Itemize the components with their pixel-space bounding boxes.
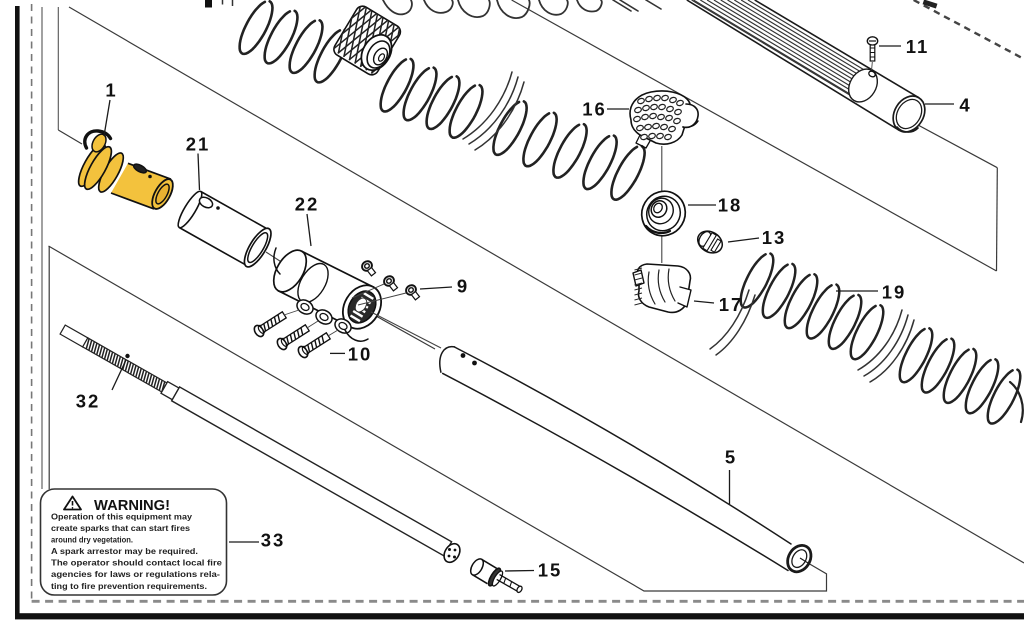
- svg-text:around dry vegetation.: around dry vegetation.: [51, 535, 133, 545]
- svg-text:13: 13: [762, 227, 787, 248]
- svg-text:agencies for laws or regulatio: agencies for laws or regulations rela-: [51, 569, 220, 579]
- svg-text:32: 32: [76, 391, 101, 412]
- svg-text:4: 4: [959, 95, 970, 116]
- svg-text:11: 11: [906, 36, 930, 57]
- svg-text:10: 10: [348, 344, 373, 365]
- svg-text:18: 18: [718, 195, 743, 216]
- svg-text:Operation of this equipment ma: Operation of this equipment may: [51, 512, 192, 522]
- svg-text:ting to fire prevention requir: ting to fire prevention requirements.: [51, 581, 207, 591]
- svg-text:create sparks that can start f: create sparks that can start fires: [51, 523, 190, 533]
- svg-text:5: 5: [725, 447, 735, 468]
- svg-text:A spark arrestor may be requir: A spark arrestor may be required.: [51, 546, 198, 556]
- svg-text:19: 19: [882, 282, 907, 303]
- svg-text:15: 15: [538, 560, 563, 581]
- svg-text:9: 9: [457, 276, 467, 297]
- svg-text:21: 21: [186, 134, 211, 155]
- svg-text:17: 17: [719, 294, 744, 315]
- svg-text:33: 33: [261, 530, 286, 551]
- svg-text:22: 22: [295, 194, 320, 215]
- svg-text:16: 16: [582, 99, 607, 120]
- svg-text:The operator should contact lo: The operator should contact local fire: [51, 558, 222, 568]
- svg-text:WARNING!: WARNING!: [94, 498, 170, 514]
- svg-text:1: 1: [105, 80, 115, 101]
